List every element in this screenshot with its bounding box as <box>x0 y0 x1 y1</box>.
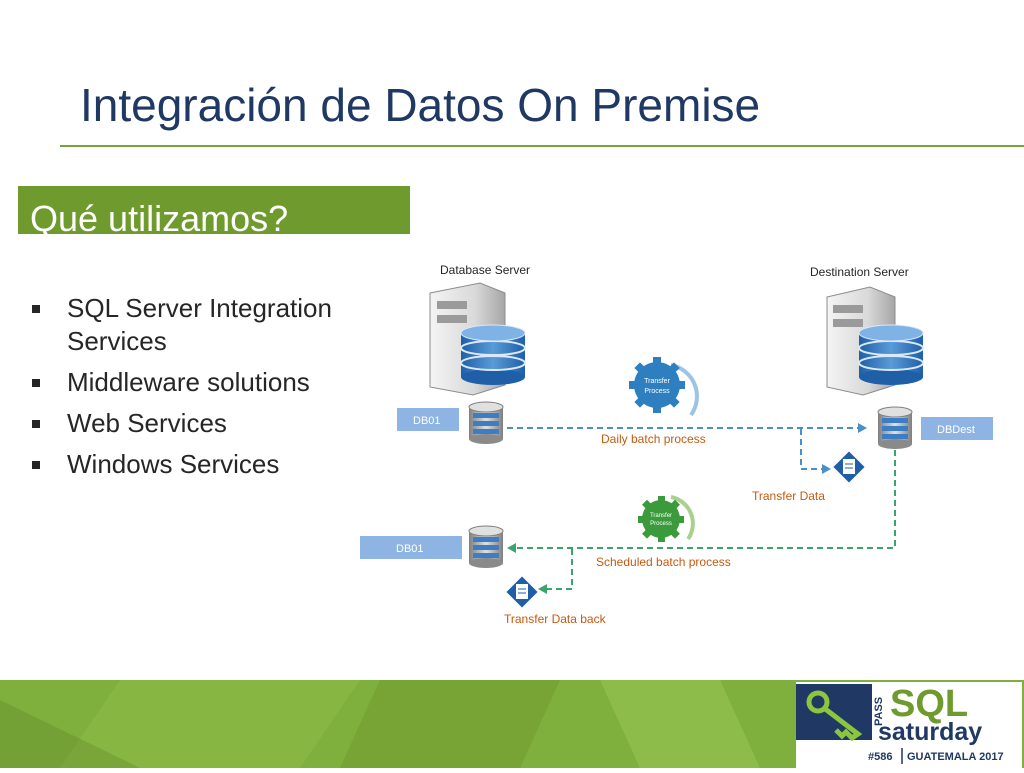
integration-diagram: Database Server Destination Server DB01 … <box>360 263 993 626</box>
db01-database-icon <box>468 401 504 444</box>
logo-pass: PASS <box>873 697 885 726</box>
bullet-list: SQL Server Integration Services Middlewa… <box>30 292 370 489</box>
transfer-process-gear-icon <box>629 357 699 417</box>
destination-server-label: Destination Server <box>810 265 909 279</box>
daily-batch-label: Daily batch process <box>601 432 706 446</box>
subtitle-text: Qué utilizamos? <box>30 198 289 234</box>
db01-return-label-box <box>360 536 462 559</box>
sql-saturday-logo-graphic: PASS SQL saturday #586 GUATEMALA 2017 <box>796 683 1004 764</box>
bullet-square-icon <box>32 420 40 428</box>
bullet-item: SQL Server Integration Services <box>30 292 370 358</box>
database-server-icon <box>429 282 526 396</box>
bullet-text: SQL Server Integration Services <box>67 293 332 356</box>
bullet-square-icon <box>32 305 40 313</box>
logo-sql: SQL <box>890 683 968 725</box>
scheduled-batch-arrowhead <box>507 543 516 553</box>
transfer-data-back-document-icon <box>503 573 541 611</box>
transfer-data-document-icon <box>830 448 868 486</box>
bullet-square-icon <box>32 379 40 387</box>
logo-location: GUATEMALA 2017 <box>907 751 1004 763</box>
daily-batch-arrow <box>507 427 860 470</box>
transfer-data-back-arrowhead <box>538 584 547 594</box>
gear-top-label-line2: Process <box>644 388 670 395</box>
database-server-label: Database Server <box>440 263 530 277</box>
title-divider <box>60 145 1024 147</box>
sql-saturday-logo: PASS SQL saturday #586 GUATEMALA 2017 <box>796 682 1022 768</box>
logo-event-number: #586 <box>868 751 892 763</box>
scheduled-batch-arrow <box>515 450 896 590</box>
db01-return-label: DB01 <box>396 543 424 555</box>
dbdest-label: DBDest <box>937 424 975 436</box>
transfer-data-label: Transfer Data <box>752 489 825 503</box>
scheduled-batch-label: Scheduled batch process <box>596 555 731 569</box>
transfer-data-back-label: Transfer Data back <box>504 612 607 626</box>
db01-return-database-icon <box>468 525 504 568</box>
gear-bottom-label-line1: Transfer <box>650 513 672 519</box>
transfer-data-arrowhead <box>822 464 831 474</box>
bullet-item: Windows Services <box>30 448 370 481</box>
destination-server-icon <box>826 286 924 396</box>
db01-label-box <box>397 408 459 431</box>
bullet-item: Web Services <box>30 407 370 440</box>
slide-title: Integración de Datos On Premise <box>80 79 761 131</box>
transfer-process-return-gear-icon <box>638 495 695 542</box>
bullet-item: Middleware solutions <box>30 366 370 399</box>
bullet-square-icon <box>32 461 40 469</box>
logo-saturday: saturday <box>878 718 982 746</box>
bullet-text: Web Services <box>67 408 227 438</box>
subtitle-banner: Qué utilizamos? <box>18 186 410 234</box>
gear-top-label-line1: Transfer <box>644 378 670 385</box>
dbdest-database-icon <box>877 406 913 449</box>
db01-label: DB01 <box>413 415 441 427</box>
daily-batch-arrowhead <box>858 423 867 433</box>
dbdest-label-box <box>921 417 993 440</box>
gear-bottom-label-line2: Process <box>650 521 672 527</box>
bullet-text: Middleware solutions <box>67 367 310 397</box>
bullet-text: Windows Services <box>67 449 280 479</box>
